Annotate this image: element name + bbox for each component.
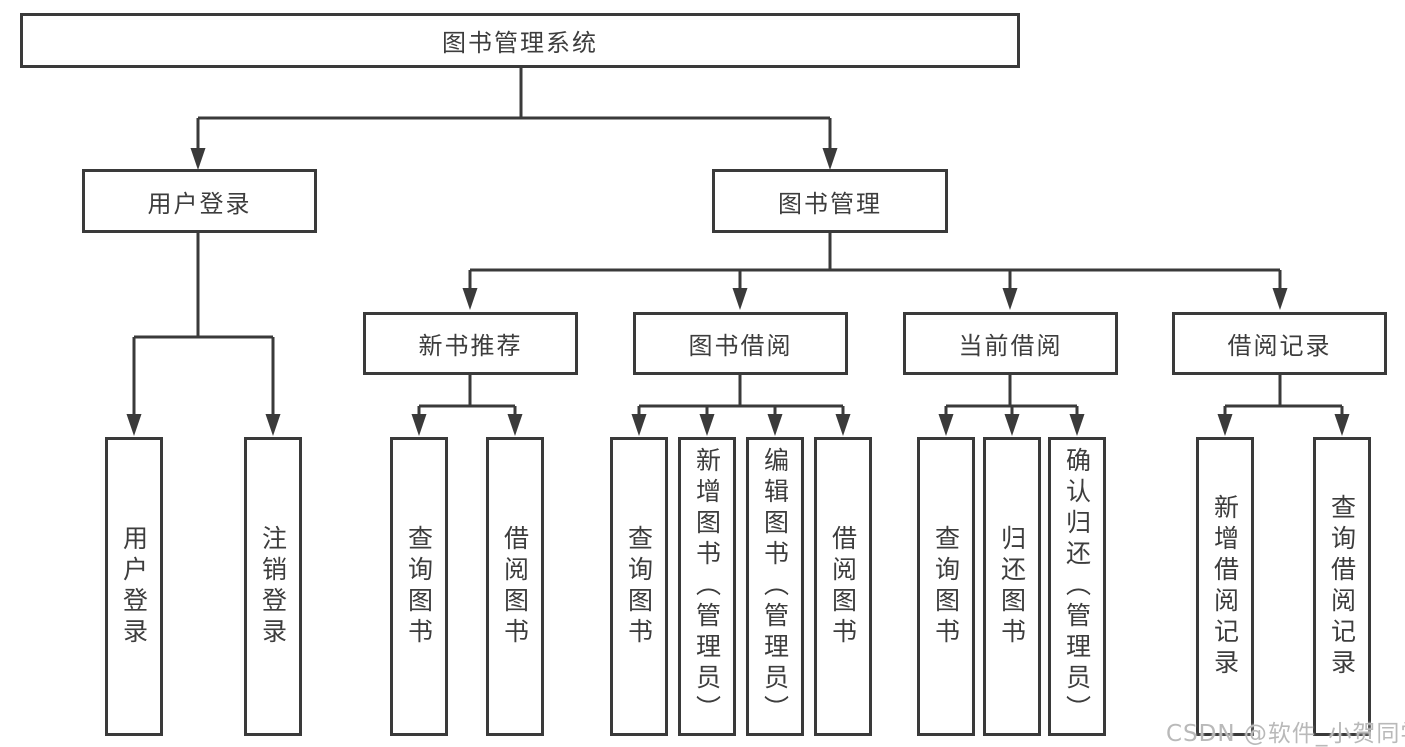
node-root: 图书管理系统 [20, 13, 1020, 68]
node-leaf-query-books-recommend: 查询图书 [390, 437, 448, 736]
node-leaf-logout: 注销登录 [244, 437, 302, 736]
csdn-watermark: CSDN @软件_小贺同学 [1166, 721, 1405, 747]
node-book-management-label: 图书管理 [778, 189, 882, 218]
node-current-borrowing-label: 当前借阅 [958, 332, 1063, 360]
node-leaf-borrow-books-label: 借阅图书 [828, 524, 858, 649]
node-new-book-recommend-label: 新书推荐 [418, 332, 523, 360]
node-book-management: 图书管理 [712, 169, 948, 233]
node-current-borrowing: 当前借阅 [903, 312, 1118, 375]
node-borrowing-records-label: 借阅记录 [1227, 332, 1332, 360]
node-root-label: 图书管理系统 [442, 29, 598, 57]
connector-lines [132, 68, 1344, 418]
node-leaf-query-borrow-record: 查询借阅记录 [1313, 437, 1371, 736]
connector-arrowheads [126, 148, 1350, 436]
node-leaf-query-books-borrowing-label: 查询图书 [624, 524, 654, 649]
node-user-login-label: 用户登录 [147, 189, 252, 218]
node-leaf-user-login: 用户登录 [105, 437, 163, 736]
node-leaf-return-book: 归还图书 [983, 437, 1041, 736]
node-user-login: 用户登录 [82, 169, 317, 233]
node-leaf-add-book-admin: 新增图书（管理员） [678, 437, 736, 736]
node-leaf-user-login-label: 用户登录 [119, 524, 149, 649]
node-book-borrowing-label: 图书借阅 [688, 332, 793, 360]
node-leaf-add-book-admin-label: 新增图书（管理员） [692, 447, 722, 726]
node-leaf-confirm-return-admin: 确认归还（管理员） [1048, 437, 1106, 736]
node-leaf-borrow-books-recommend-label: 借阅图书 [500, 524, 530, 649]
node-leaf-query-books-borrowing: 查询图书 [610, 437, 668, 736]
node-leaf-edit-book-admin-label: 编辑图书（管理员） [760, 447, 790, 726]
node-leaf-return-book-label: 归还图书 [997, 524, 1027, 649]
node-leaf-add-borrow-record-label: 新增借阅记录 [1210, 493, 1240, 680]
node-leaf-query-borrow-record-label: 查询借阅记录 [1327, 493, 1357, 680]
node-new-book-recommend: 新书推荐 [363, 312, 578, 375]
node-leaf-confirm-return-admin-label: 确认归还（管理员） [1062, 447, 1092, 726]
node-borrowing-records: 借阅记录 [1172, 312, 1387, 375]
node-leaf-query-books-recommend-label: 查询图书 [404, 524, 434, 649]
node-leaf-query-books-current-label: 查询图书 [931, 524, 961, 649]
node-leaf-add-borrow-record: 新增借阅记录 [1196, 437, 1254, 736]
node-book-borrowing: 图书借阅 [633, 312, 848, 375]
node-leaf-logout-label: 注销登录 [258, 524, 288, 649]
node-leaf-edit-book-admin: 编辑图书（管理员） [746, 437, 804, 736]
node-leaf-query-books-current: 查询图书 [917, 437, 975, 736]
node-leaf-borrow-books-recommend: 借阅图书 [486, 437, 544, 736]
node-leaf-borrow-books: 借阅图书 [814, 437, 872, 736]
